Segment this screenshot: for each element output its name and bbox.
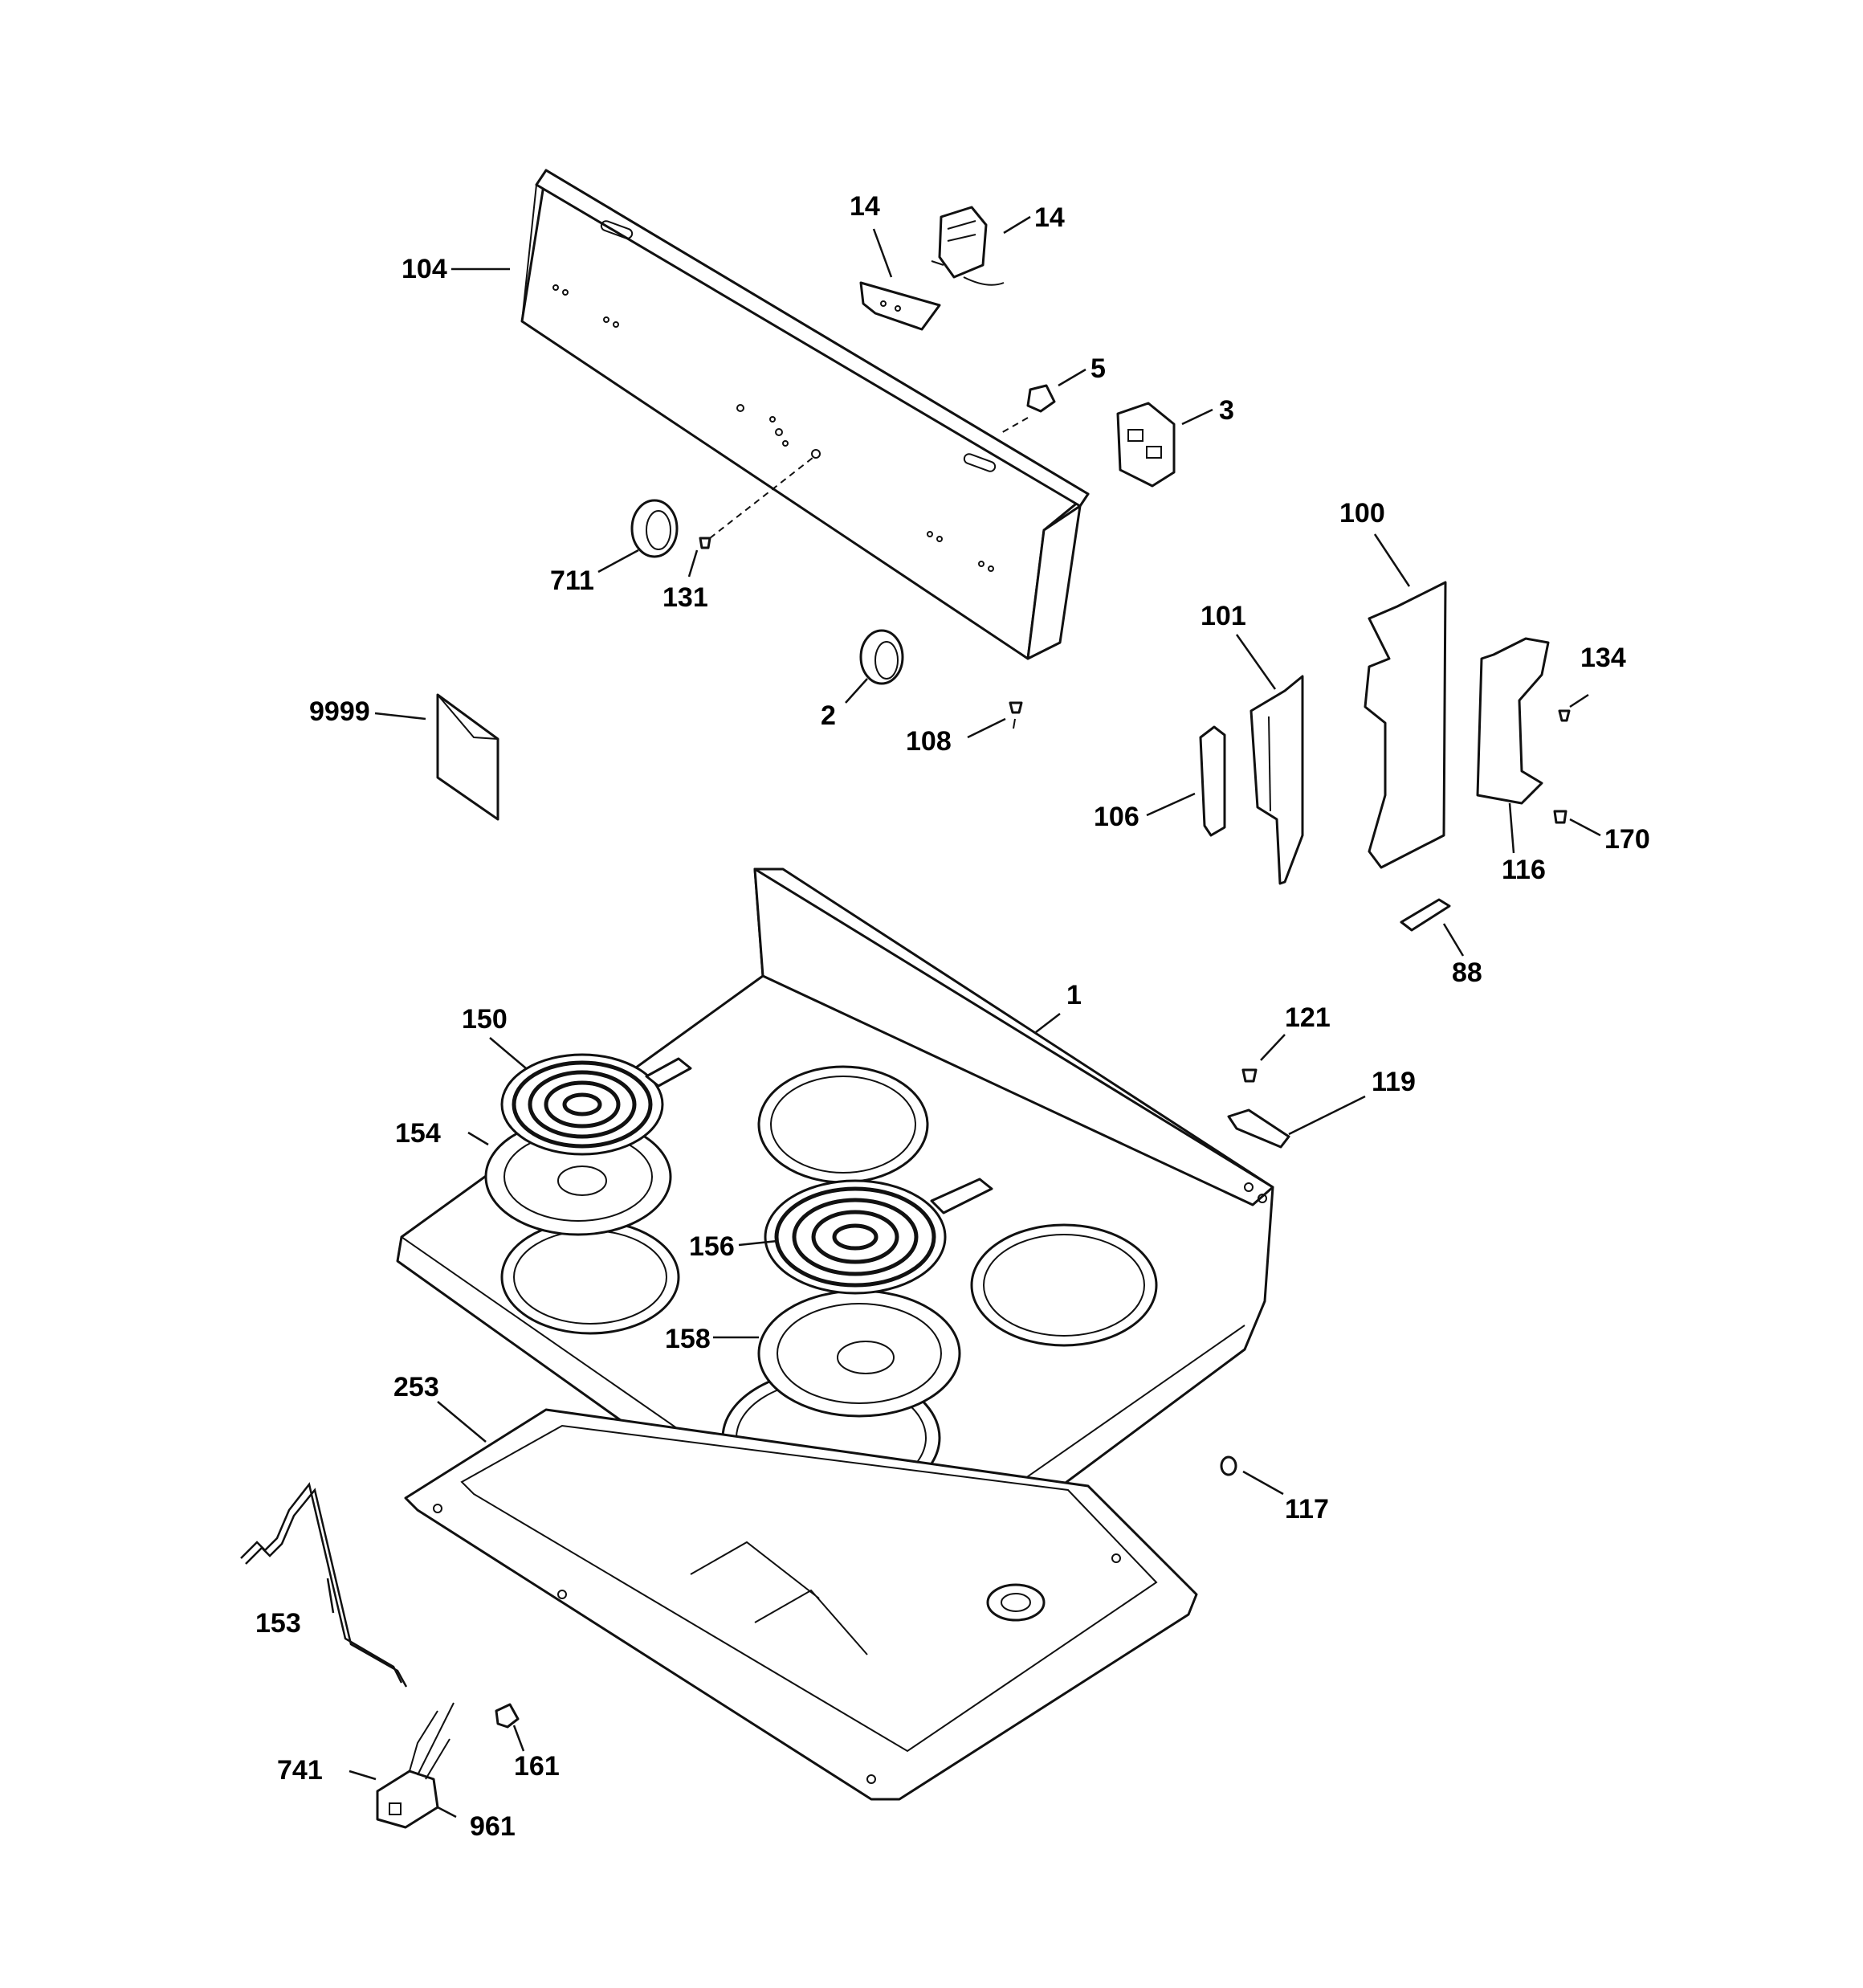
callout-labels: 104 14 14 5 3 100 101 134 711 131 2 108 … <box>255 191 1650 1842</box>
callout-14-bracket: 14 <box>850 191 880 222</box>
callout-108: 108 <box>906 726 952 757</box>
callout-131: 131 <box>662 582 708 613</box>
bottom-pan <box>404 1408 1198 1801</box>
side-trim-116 <box>1476 637 1550 805</box>
nut-117 <box>1220 1455 1237 1476</box>
callout-1: 1 <box>1066 980 1082 1010</box>
terminal-block <box>376 1702 455 1829</box>
drip-pan-large <box>757 1289 961 1418</box>
infinite-switch-bracket <box>859 281 941 331</box>
callout-961: 961 <box>470 1811 516 1842</box>
callout-2: 2 <box>821 700 836 731</box>
callout-170: 170 <box>1604 824 1650 855</box>
indicator-light-switch <box>1026 384 1056 413</box>
callout-101: 101 <box>1201 601 1246 631</box>
callout-104: 104 <box>402 254 447 284</box>
ground-wire-153 <box>240 1482 408 1688</box>
hinge-bracket-119 <box>1227 1108 1290 1149</box>
callout-100: 100 <box>1339 498 1385 529</box>
callout-5: 5 <box>1090 353 1106 384</box>
screw-131 <box>699 537 711 549</box>
clip-161 <box>495 1703 520 1729</box>
selector-switch <box>1116 402 1176 488</box>
side-trim-100 <box>1364 581 1447 869</box>
callout-158: 158 <box>665 1324 711 1354</box>
callout-9999: 9999 <box>309 696 370 727</box>
callout-154: 154 <box>395 1118 441 1149</box>
leader-lines <box>326 215 1601 1819</box>
knob-711 <box>630 499 679 558</box>
callout-88: 88 <box>1452 957 1482 988</box>
callout-150: 150 <box>462 1004 508 1035</box>
callout-134: 134 <box>1580 643 1626 673</box>
callout-119: 119 <box>1372 1067 1416 1097</box>
clip-88 <box>1400 898 1451 932</box>
callout-156: 156 <box>689 1231 735 1262</box>
literature-packet <box>436 693 499 821</box>
backsplash-panel <box>520 169 1090 660</box>
callout-14-switch: 14 <box>1034 202 1065 233</box>
callout-161: 161 <box>514 1751 560 1782</box>
screw-134 <box>1558 709 1571 722</box>
callout-116: 116 <box>1502 855 1546 885</box>
callout-153: 153 <box>255 1608 301 1639</box>
callout-741: 741 <box>277 1755 323 1786</box>
screw-121 <box>1241 1068 1258 1083</box>
callout-253: 253 <box>393 1372 439 1402</box>
surface-unit-small <box>500 1053 692 1156</box>
screw-170 <box>1553 810 1567 824</box>
screw-108 <box>1009 701 1023 729</box>
callout-121: 121 <box>1285 1002 1331 1033</box>
knob-2 <box>859 629 904 685</box>
callout-106: 106 <box>1094 802 1139 832</box>
bracket-106 <box>1199 725 1226 837</box>
callout-711: 711 <box>550 565 594 596</box>
callout-117: 117 <box>1285 1494 1329 1525</box>
infinite-switch <box>931 206 1005 286</box>
bracket-101 <box>1249 675 1304 885</box>
callout-3: 3 <box>1219 395 1234 426</box>
surface-unit-large <box>764 1178 993 1295</box>
